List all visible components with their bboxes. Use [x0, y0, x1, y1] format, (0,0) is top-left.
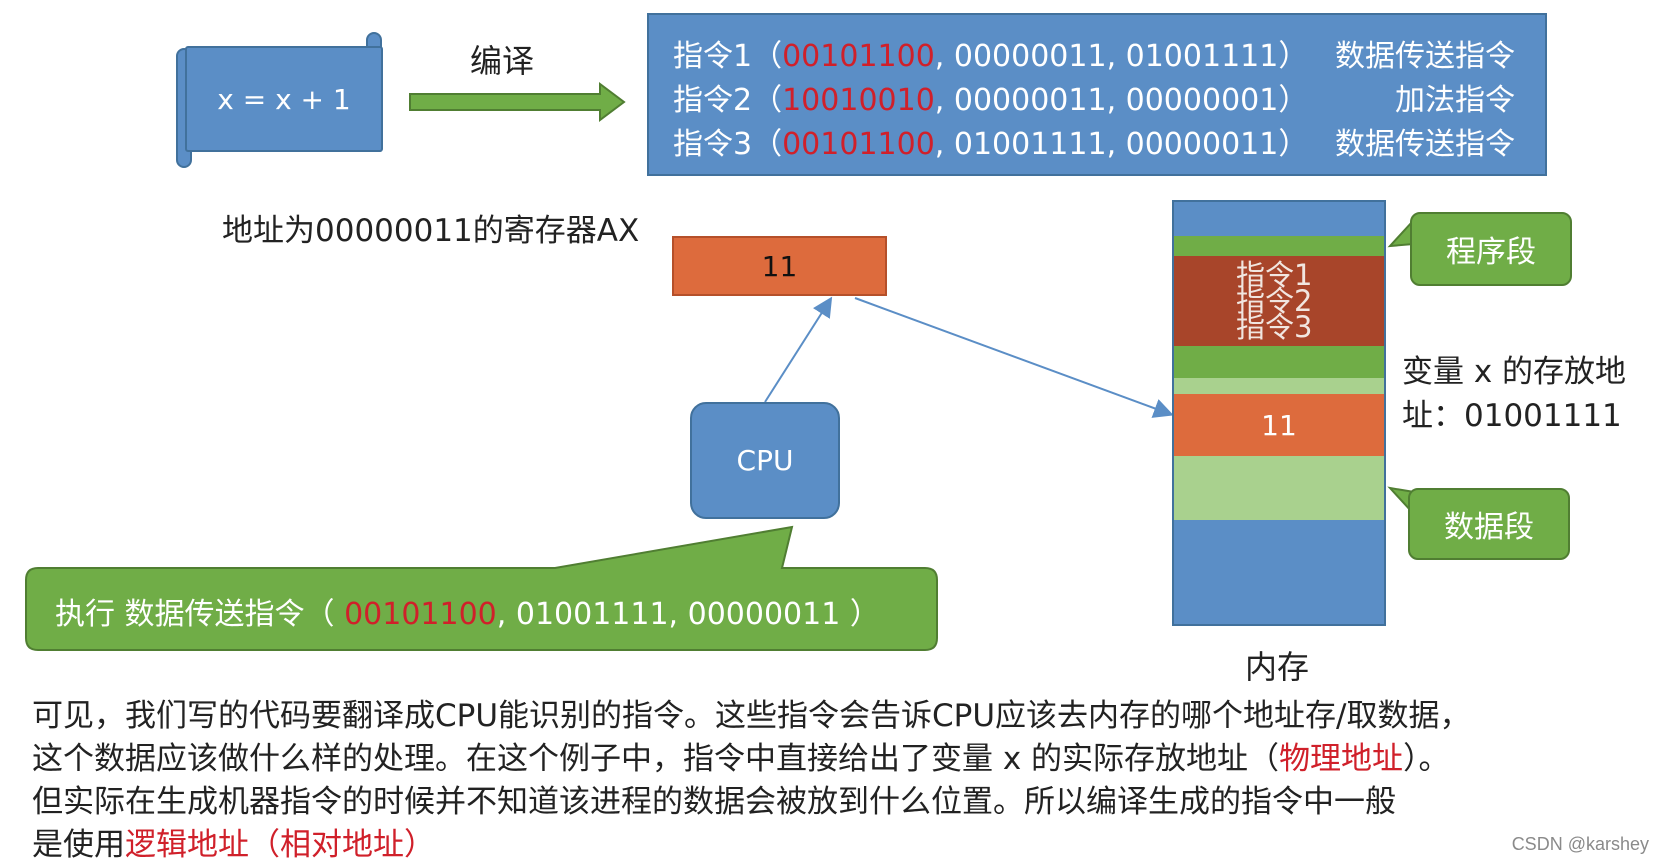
explanation-paragraph: 可见，我们写的代码要翻译成CPU能识别的指令。这些指令会告诉CPU应该去内存的哪…: [32, 695, 1652, 867]
register-ax-box: 11: [672, 236, 887, 296]
instruction-name: 指令3: [673, 127, 753, 162]
source-code: x = x + 1: [217, 82, 351, 116]
exec-instruction-text: 执行 数据传送指令（ 00101100, 01001111, 00000011 …: [55, 589, 880, 633]
register-to-memory-arrow: [854, 297, 1174, 418]
paren-open: （: [752, 83, 783, 118]
program-segment-label: 程序段: [1446, 235, 1536, 270]
exec-operands: , 01001111, 00000011 ）: [496, 597, 880, 632]
memory-program-padding: [1172, 236, 1386, 256]
memory-data-padding: [1172, 378, 1386, 394]
instruction-description: 数据传送指令: [1335, 39, 1515, 74]
memory-instr-label: 指令1: [1236, 258, 1313, 292]
memory-block-top: [1172, 200, 1386, 236]
program-segment-callout: 程序段: [1410, 212, 1572, 286]
paren-close: ）: [1278, 39, 1309, 74]
instruction-row: 指令2（10010010, 00000011, 00000001） 加法指令: [673, 75, 1533, 118]
variable-caption-line: 址：01001111: [1402, 398, 1622, 434]
memory-block-bottom: [1172, 520, 1386, 626]
exec-prefix: 执行 数据传送指令（: [55, 597, 345, 632]
data-segment-label: 数据段: [1444, 510, 1534, 545]
instruction-name: 指令1: [673, 39, 753, 74]
memory-label: 内存: [1245, 648, 1310, 686]
paragraph-text: 这个数据应该做什么样的处理。在这个例子中，指令中直接给出了变量 x 的实际存放地…: [32, 741, 1280, 777]
cpu-to-register-arrow: [764, 296, 833, 403]
paragraph-line: 这个数据应该做什么样的处理。在这个例子中，指令中直接给出了变量 x 的实际存放地…: [32, 738, 1652, 781]
memory-program-end: [1172, 346, 1386, 378]
data-segment-callout: 数据段: [1408, 488, 1570, 560]
instruction-opcode: 00101100: [782, 39, 935, 74]
physical-address-term: 物理地址: [1279, 741, 1404, 777]
exec-opcode: 00101100: [344, 597, 497, 632]
instruction-row: 指令3（00101100, 01001111, 00000011） 数据传送指令: [673, 119, 1533, 162]
compile-arrow-icon: [409, 82, 626, 122]
paragraph-text: 是使用: [32, 827, 125, 863]
paragraph-line: 是使用逻辑地址（相对地址）: [32, 824, 1652, 867]
instruction-operands: , 00000011, 01001111: [934, 39, 1279, 74]
instruction-description: 数据传送指令: [1335, 127, 1515, 162]
compile-label: 编译: [470, 42, 535, 80]
paragraph-line: 可见，我们写的代码要翻译成CPU能识别的指令。这些指令会告诉CPU应该去内存的哪…: [32, 698, 1471, 734]
memory-data-segment: [1172, 456, 1386, 520]
register-value: 11: [761, 249, 798, 283]
machine-instruction-box: 指令1（00101100, 00000011, 01001111） 数据传送指令…: [647, 13, 1547, 176]
paragraph-line: 但实际在生成机器指令的时候并不知道该进程的数据会被放到什么位置。所以编译生成的指…: [32, 784, 1396, 820]
variable-caption-line: 变量 x 的存放地: [1402, 354, 1627, 390]
watermark: CSDN @karshey: [1511, 834, 1649, 854]
cpu-box: CPU: [690, 402, 840, 519]
instruction-name: 指令2: [673, 83, 753, 118]
instruction-description: 加法指令: [1395, 83, 1515, 118]
cpu-label: CPU: [736, 444, 794, 477]
logical-address-term: 逻辑地址（相对地址）: [125, 827, 435, 863]
instruction-operands: , 01001111, 00000011: [934, 127, 1279, 162]
memory-variable-x: 11: [1172, 394, 1386, 456]
paragraph-text: ）。: [1403, 741, 1450, 777]
instruction-opcode: 10010010: [782, 83, 935, 118]
instruction-operands: , 00000011, 00000001: [934, 83, 1279, 118]
variable-address-caption: 变量 x 的存放地 址：01001111: [1402, 350, 1662, 438]
instruction-row: 指令1（00101100, 00000011, 01001111） 数据传送指令: [673, 31, 1533, 74]
memory-instr-label: 指令3: [1236, 310, 1313, 344]
source-code-scroll: x = x + 1: [185, 46, 383, 152]
instruction-opcode: 00101100: [782, 127, 935, 162]
register-caption: 地址为00000011的寄存器AX: [222, 213, 640, 249]
paren-close: ）: [1278, 127, 1309, 162]
memory-instr-label: 指令2: [1236, 284, 1313, 318]
memory-instructions: 指令1 指令2 指令3: [1172, 256, 1386, 346]
memory-x-value: 11: [1261, 408, 1297, 442]
paren-close: ）: [1278, 83, 1309, 118]
paren-open: （: [752, 127, 783, 162]
paren-open: （: [752, 39, 783, 74]
